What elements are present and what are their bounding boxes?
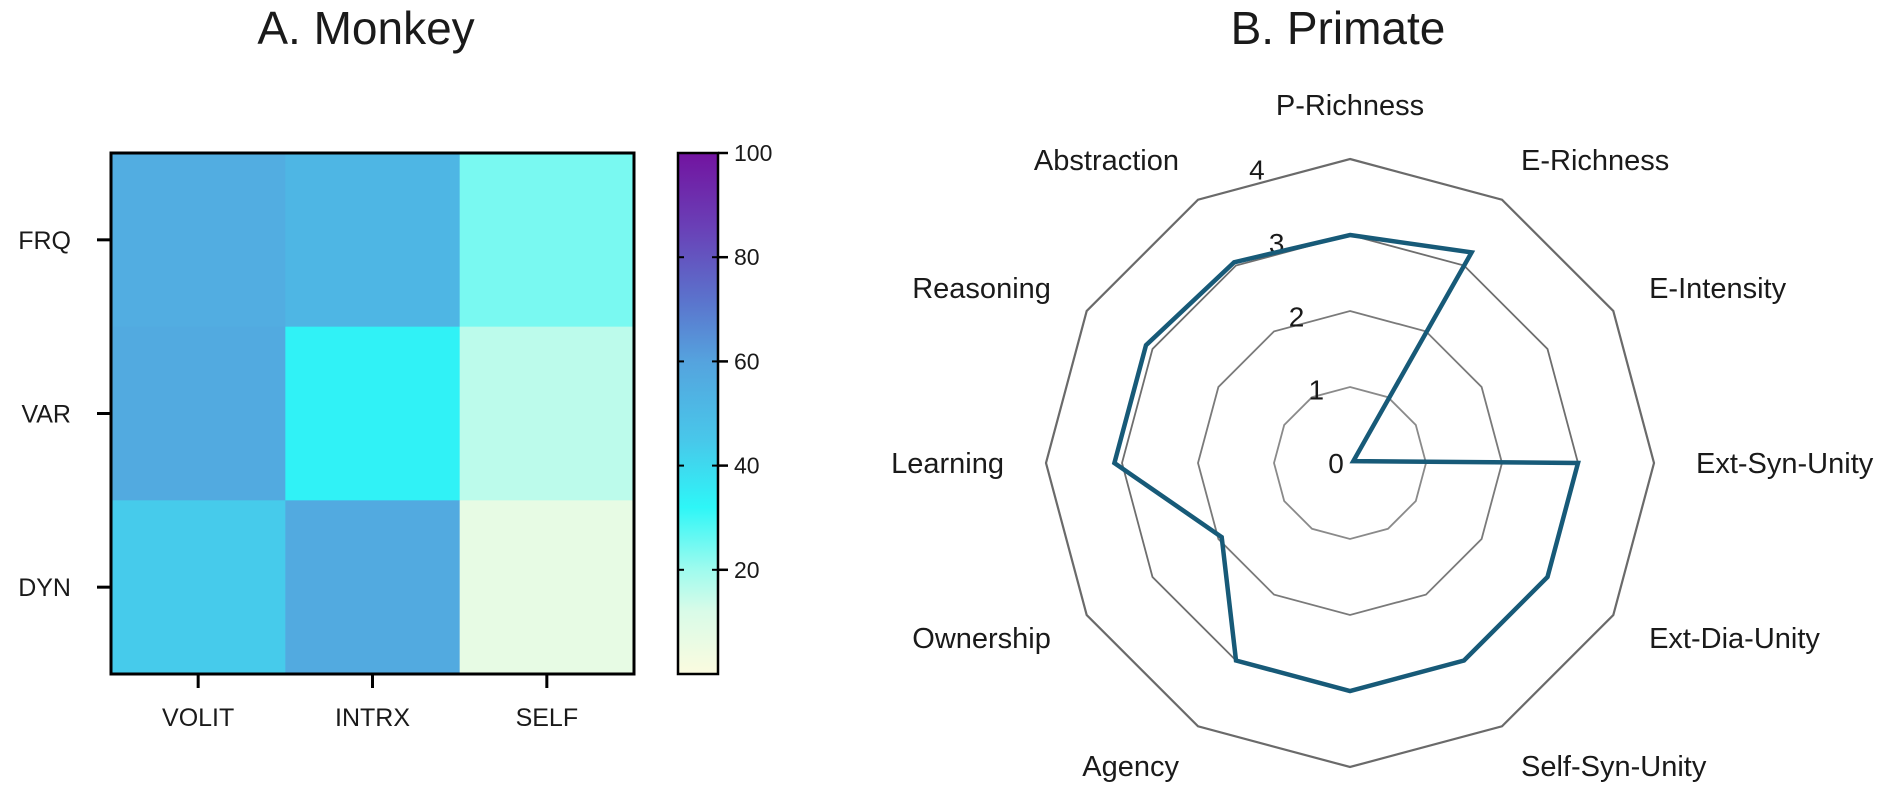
radar-axis-labels: P-RichnessE-RichnessE-IntensityExt-Syn-U… — [891, 90, 1874, 783]
heatmap-cell — [111, 500, 286, 675]
row-tick-label: FRQ — [18, 227, 71, 255]
panel-a-heatmap: A. Monkey FRQ VAR DYN VOLIT INTRX SELF 20 40 6… — [18, 2, 772, 732]
panel-a-title: A. Monkey — [257, 2, 474, 54]
radar-ring — [1197, 310, 1503, 616]
radar-axis-label: Abstraction — [1034, 145, 1179, 177]
radar-series — [1111, 232, 1581, 694]
radar-axis-label: Ownership — [912, 623, 1051, 655]
colorbar-tick-label: 100 — [734, 140, 772, 166]
radar-axis-label: E-Intensity — [1649, 273, 1786, 305]
heatmap-cell — [111, 326, 286, 501]
heatmap-cell — [285, 500, 461, 675]
heatmap-cell — [459, 326, 635, 501]
radar-axis-label: E-Richness — [1521, 145, 1669, 177]
heatmap-cell — [111, 153, 286, 328]
colorbar-tick-label: 60 — [734, 348, 760, 374]
heatmap-cell — [285, 326, 461, 501]
radar-axis-label: Ext-Dia-Unity — [1649, 623, 1820, 655]
column-tick-label: INTRX — [335, 704, 410, 732]
radar-axis-label: P-Richness — [1276, 90, 1424, 122]
column-tick-label: SELF — [516, 704, 579, 732]
radar-axis-label: Self-Syn-Unity — [1521, 751, 1707, 783]
colorbar-fill — [678, 153, 718, 674]
radar-ring-label: 2 — [1289, 301, 1305, 332]
heatmap-cell — [459, 500, 635, 675]
heatmap-row-ticks: FRQ VAR DYN — [18, 227, 111, 602]
radar-axis-label: Ext-Syn-Unity — [1696, 448, 1874, 480]
radar-ring-label: 1 — [1308, 375, 1324, 406]
heatmap-cell — [285, 153, 461, 328]
panel-b-title: B. Primate — [1231, 2, 1446, 54]
colorbar-frame — [676, 151, 720, 676]
colorbar-tick-label: 80 — [734, 244, 760, 270]
heatmap-cell — [459, 153, 635, 328]
row-tick-label: VAR — [21, 401, 71, 429]
heatmap-cells — [111, 153, 635, 675]
radar-series-line — [1111, 232, 1581, 694]
row-tick-label: DYN — [18, 574, 71, 602]
colorbar-tick-label: 20 — [734, 557, 760, 583]
radar-axis-label: Learning — [891, 448, 1004, 480]
radar-ring — [1044, 157, 1656, 769]
colorbar-ticks: 20 40 60 80 100 — [678, 140, 772, 583]
radar-ring-label: 0 — [1328, 448, 1344, 479]
radar-ring — [1273, 386, 1427, 540]
heatmap-column-ticks: VOLIT INTRX SELF — [162, 674, 578, 732]
radar-axis-label: Agency — [1082, 751, 1179, 783]
radar-axis-label: Reasoning — [912, 273, 1051, 305]
colorbar: 20 40 60 80 100 — [676, 140, 772, 676]
column-tick-label: VOLIT — [162, 704, 234, 732]
colorbar-tick-label: 40 — [734, 453, 760, 479]
radar-ring-label: 4 — [1249, 155, 1265, 186]
